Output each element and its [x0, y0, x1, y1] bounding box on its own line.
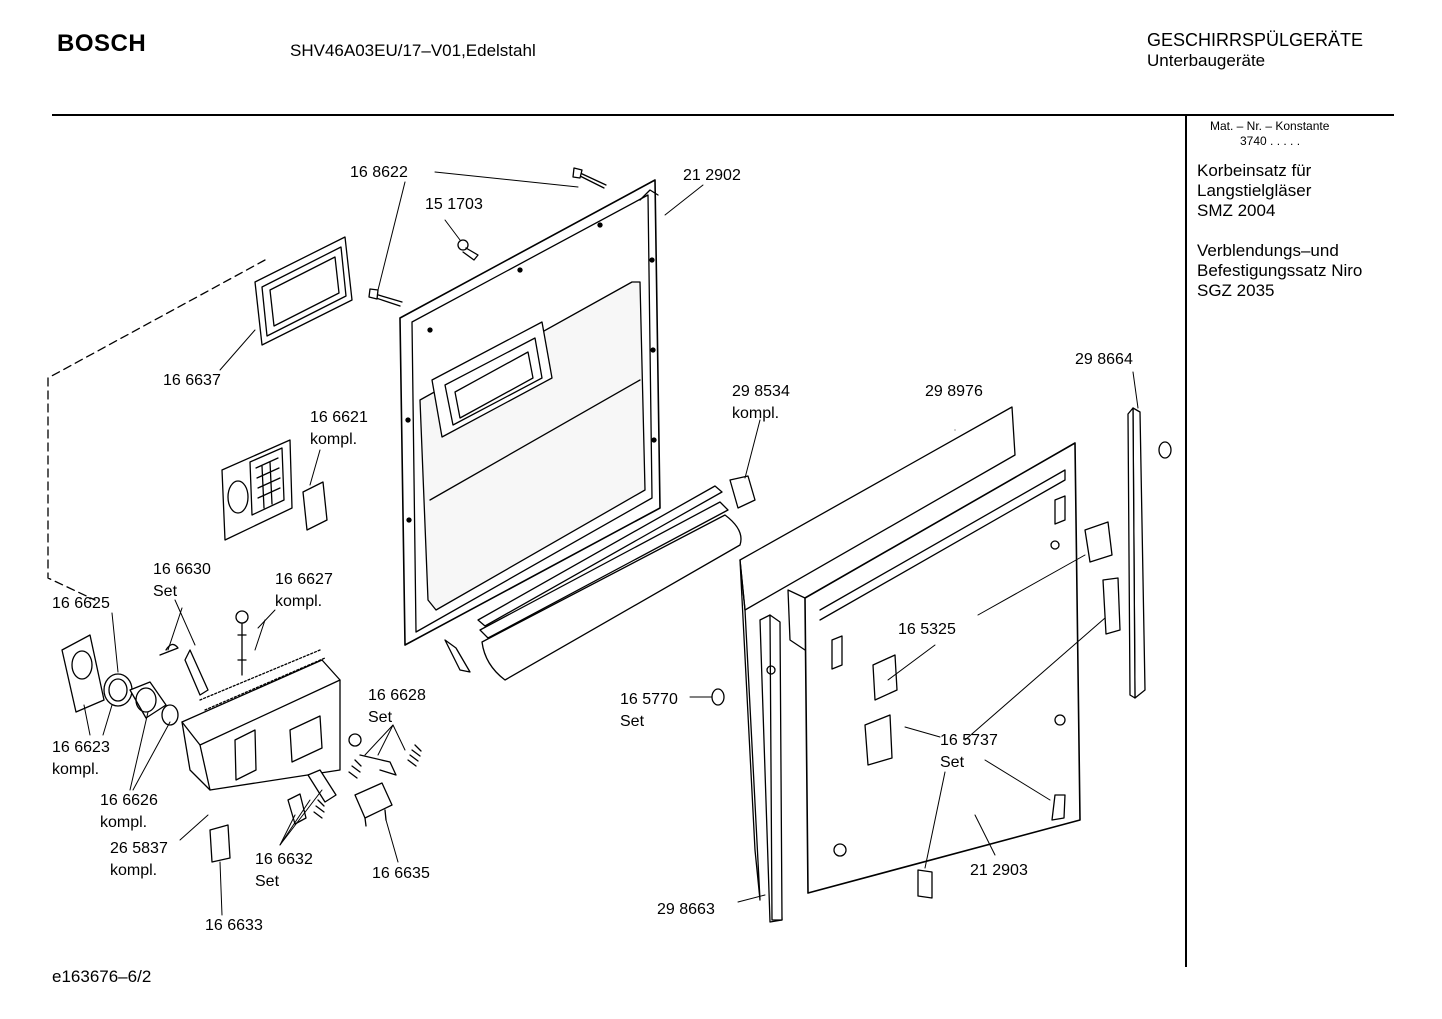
- switch-icon: [354, 782, 393, 827]
- sidebar-note: Verblendungs–und Befestigungssatz Niro S…: [1197, 241, 1427, 301]
- part-label: 16 6623: [52, 739, 110, 756]
- assembly-guide-line: [47, 259, 266, 601]
- part-label: 16 5737: [940, 732, 998, 749]
- brand-logo: BOSCH: [57, 30, 147, 57]
- side-strip: [1127, 407, 1146, 699]
- decor-panel: [739, 406, 1016, 901]
- part-label: 16 6633: [205, 917, 263, 934]
- note-line: SGZ 2035: [1197, 281, 1275, 300]
- note-line: SMZ 2004: [1197, 201, 1276, 220]
- part-label: 21 2903: [970, 862, 1028, 879]
- clip-icon: [209, 824, 231, 863]
- part-label: 29 8976: [925, 383, 983, 400]
- part-label: 16 6635: [372, 865, 430, 882]
- part-label: 15 1703: [425, 196, 483, 213]
- note-line: Langstielgläser: [1197, 181, 1312, 200]
- screw-icon: [368, 288, 403, 307]
- part-label: 29 8664: [1075, 351, 1133, 368]
- part-label: kompl.: [275, 593, 322, 610]
- part-label: 16 5770: [620, 691, 678, 708]
- part-label: 29 8663: [657, 901, 715, 918]
- inner-door-panel: [399, 179, 661, 646]
- screw-icon: [572, 167, 607, 189]
- side-strip: [759, 614, 783, 923]
- sidebar-divider: [1185, 116, 1187, 967]
- clip-icon: [457, 239, 479, 261]
- part-label: 16 8622: [350, 164, 408, 181]
- model-title: SHV46A03EU/17–V01,Edelstahl: [290, 41, 536, 60]
- part-label: Set: [620, 713, 645, 730]
- part-label: Set: [940, 754, 965, 771]
- part-label: 16 6625: [52, 595, 110, 612]
- seal-frame: [254, 236, 353, 346]
- part-label: 21 2902: [683, 167, 741, 184]
- part-label: Set: [368, 709, 393, 726]
- mat-number-label: Mat. – Nr. – Konstante: [1210, 119, 1330, 133]
- part-label: 16 6621: [310, 409, 368, 426]
- part-label: 16 6632: [255, 851, 313, 868]
- part-label: Set: [153, 583, 178, 600]
- part-label: kompl.: [310, 431, 357, 448]
- part-label: kompl.: [732, 405, 779, 422]
- part-label: 16 6628: [368, 687, 426, 704]
- cap-icon: [711, 441, 1172, 899]
- sidebar-note: Korbeinsatz für Langstielgläser SMZ 2004: [1197, 161, 1427, 221]
- part-label: 26 5837: [110, 840, 168, 857]
- part-label: 16 6626: [100, 792, 158, 809]
- part-label: kompl.: [100, 814, 147, 831]
- part-label: kompl.: [52, 761, 99, 778]
- leader-lines: [83, 171, 1139, 916]
- part-label: 16 6627: [275, 571, 333, 588]
- part-label: 16 5325: [898, 621, 956, 638]
- mat-number-value: 3740 . . . . .: [1240, 134, 1301, 148]
- outer-door-panel: [760, 442, 1121, 894]
- category-title: GESCHIRRSPÜLGERÄTE: [1147, 30, 1364, 50]
- part-label: 29 8534: [732, 383, 790, 400]
- category-subtitle: Unterbaugeräte: [1147, 51, 1266, 70]
- note-line: Verblendungs–und: [1197, 241, 1339, 260]
- lock-housing: [181, 649, 341, 791]
- drawing-code: e163676–6/2: [52, 967, 152, 986]
- seal-strip: [444, 475, 756, 681]
- part-label: 16 6637: [163, 372, 221, 389]
- cover-grille: [221, 439, 328, 541]
- note-line: Befestigungssatz Niro: [1197, 261, 1363, 280]
- note-line: Korbeinsatz für: [1197, 161, 1312, 180]
- part-label: 16 6630: [153, 561, 211, 578]
- lock-handle: [61, 610, 249, 726]
- part-label: kompl.: [110, 862, 157, 879]
- header-divider: [52, 114, 1394, 116]
- part-label: Set: [255, 873, 280, 890]
